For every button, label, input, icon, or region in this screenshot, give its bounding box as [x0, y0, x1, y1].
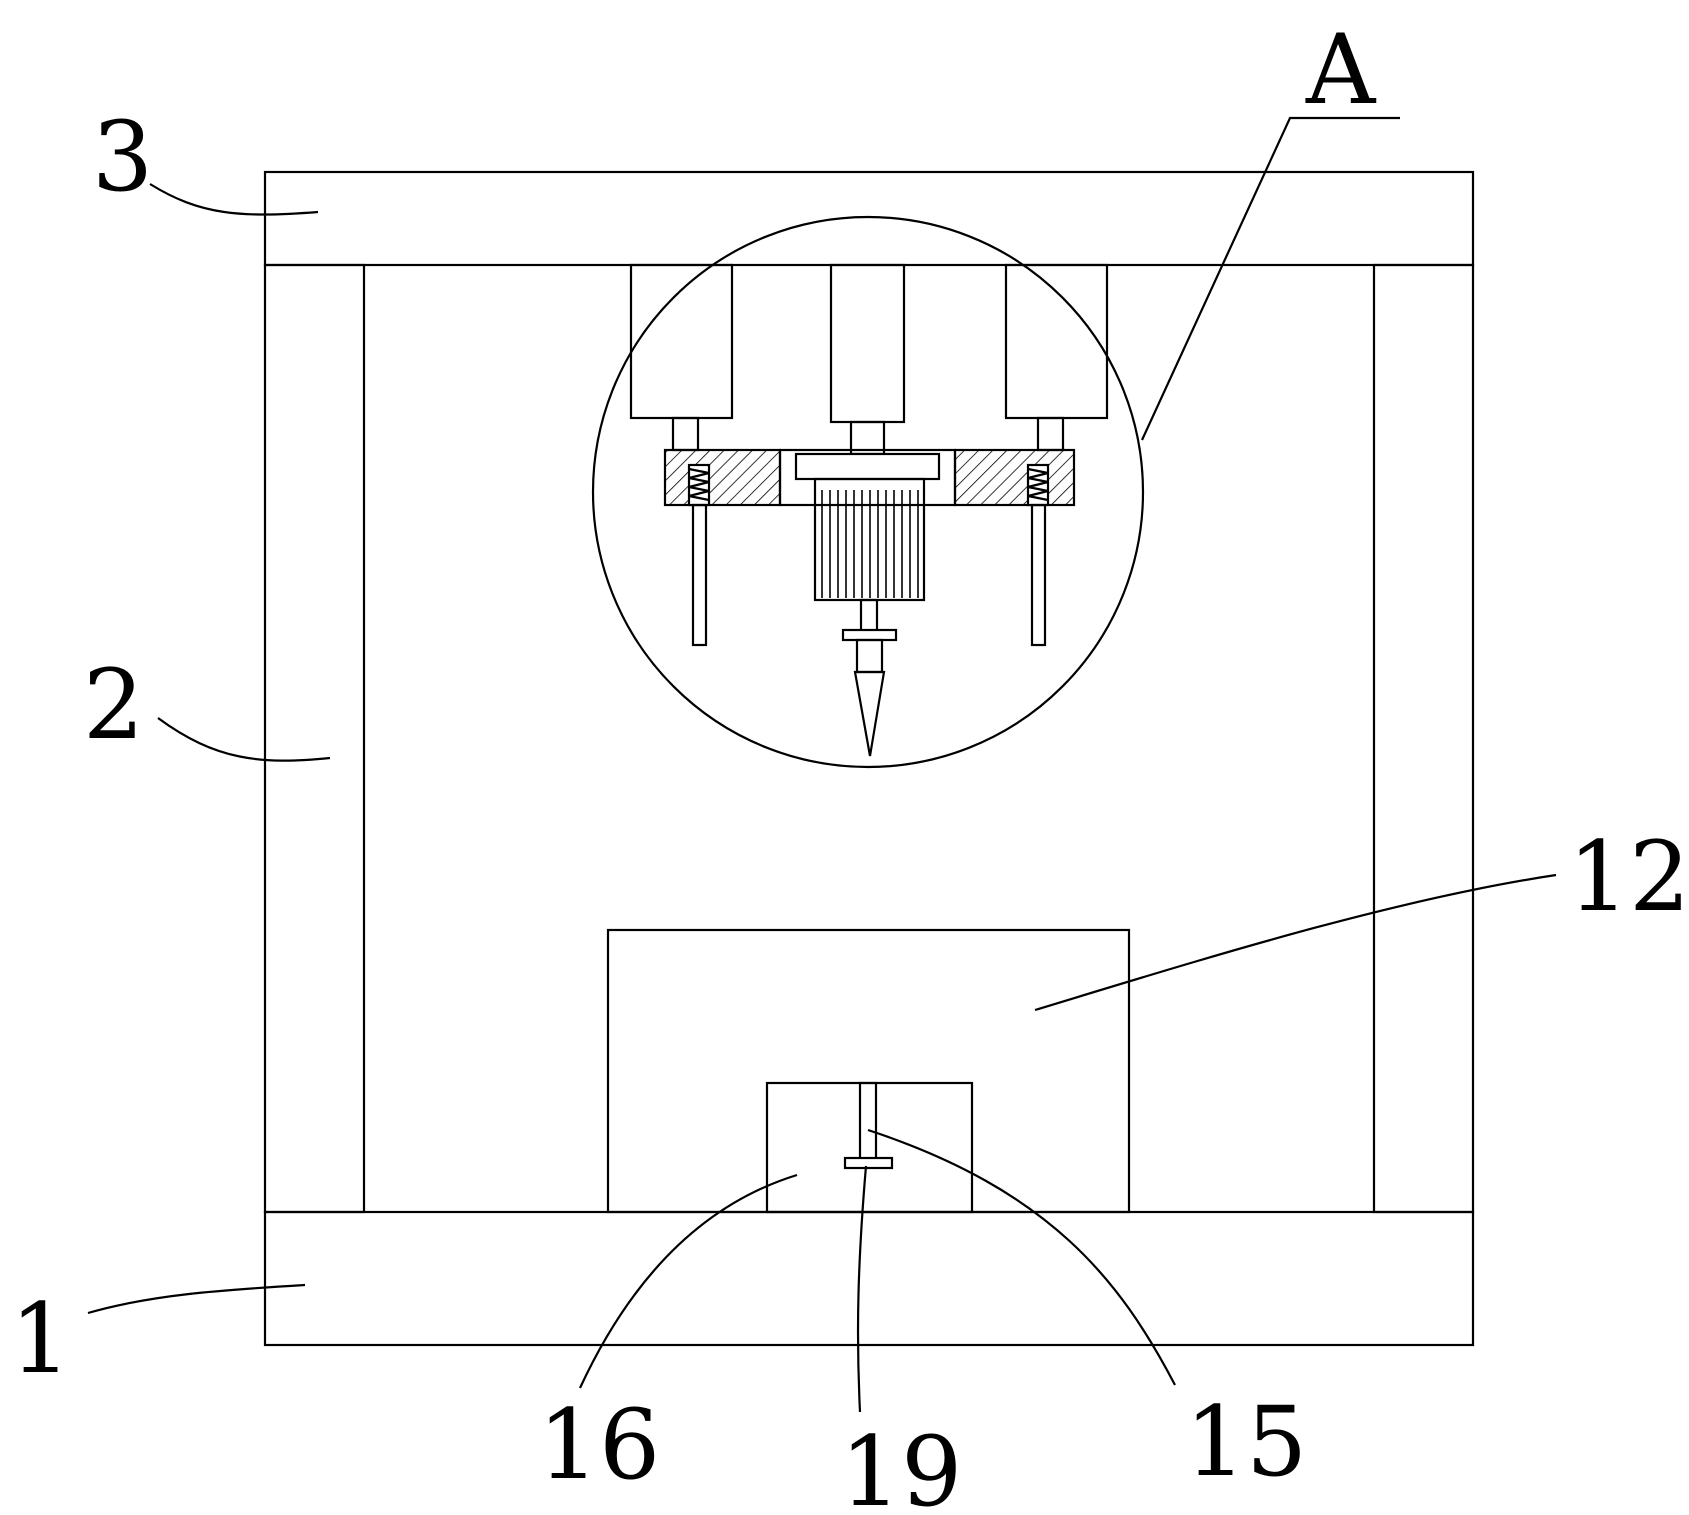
left-hatched-plate [663, 448, 782, 507]
right-column [1372, 263, 1475, 1214]
label-15: 15 [1185, 1386, 1307, 1498]
leader-16 [579, 1173, 798, 1389]
leader-a [1141, 116, 1400, 441]
right-spring [1027, 467, 1049, 502]
top-plate [263, 170, 1475, 267]
chuck-collar [841, 628, 898, 642]
small-plate [843, 1156, 894, 1170]
label-16: 16 [538, 1389, 660, 1501]
center-cylinder [829, 263, 906, 424]
motor-flange [794, 452, 941, 481]
left-spring [688, 467, 710, 502]
right-piston-rod [1036, 416, 1065, 452]
right-hatched-plate [953, 448, 1076, 507]
label-2: 2 [83, 649, 144, 761]
left-column [263, 263, 366, 1214]
leader-1 [87, 1283, 306, 1315]
left-cylinder [629, 263, 734, 420]
leader-3 [149, 183, 319, 216]
leader-12 [1034, 873, 1557, 1012]
label-19: 19 [840, 1416, 962, 1515]
clamp-rod [858, 1081, 878, 1161]
left-piston-rod [671, 416, 700, 452]
leader-2 [157, 717, 331, 762]
chuck-shaft [859, 598, 879, 635]
label-3: 3 [92, 101, 153, 213]
clamp-seat [765, 1081, 974, 1214]
detail-circle-a [591, 215, 1145, 769]
leader-15 [867, 1128, 1176, 1386]
workbench-block [606, 928, 1131, 1214]
label-a: A [1305, 14, 1377, 126]
motor-fins [821, 490, 919, 598]
left-guide-rod [691, 503, 708, 647]
leader-19 [856, 1165, 868, 1413]
center-connector [778, 448, 957, 507]
right-cylinder [1004, 263, 1109, 420]
label-12: 12 [1568, 821, 1689, 933]
base-plate [263, 1210, 1475, 1347]
chuck-neck [855, 638, 884, 674]
label-1: 1 [10, 1283, 71, 1395]
drill-bit [853, 670, 886, 757]
right-guide-rod [1030, 503, 1047, 647]
